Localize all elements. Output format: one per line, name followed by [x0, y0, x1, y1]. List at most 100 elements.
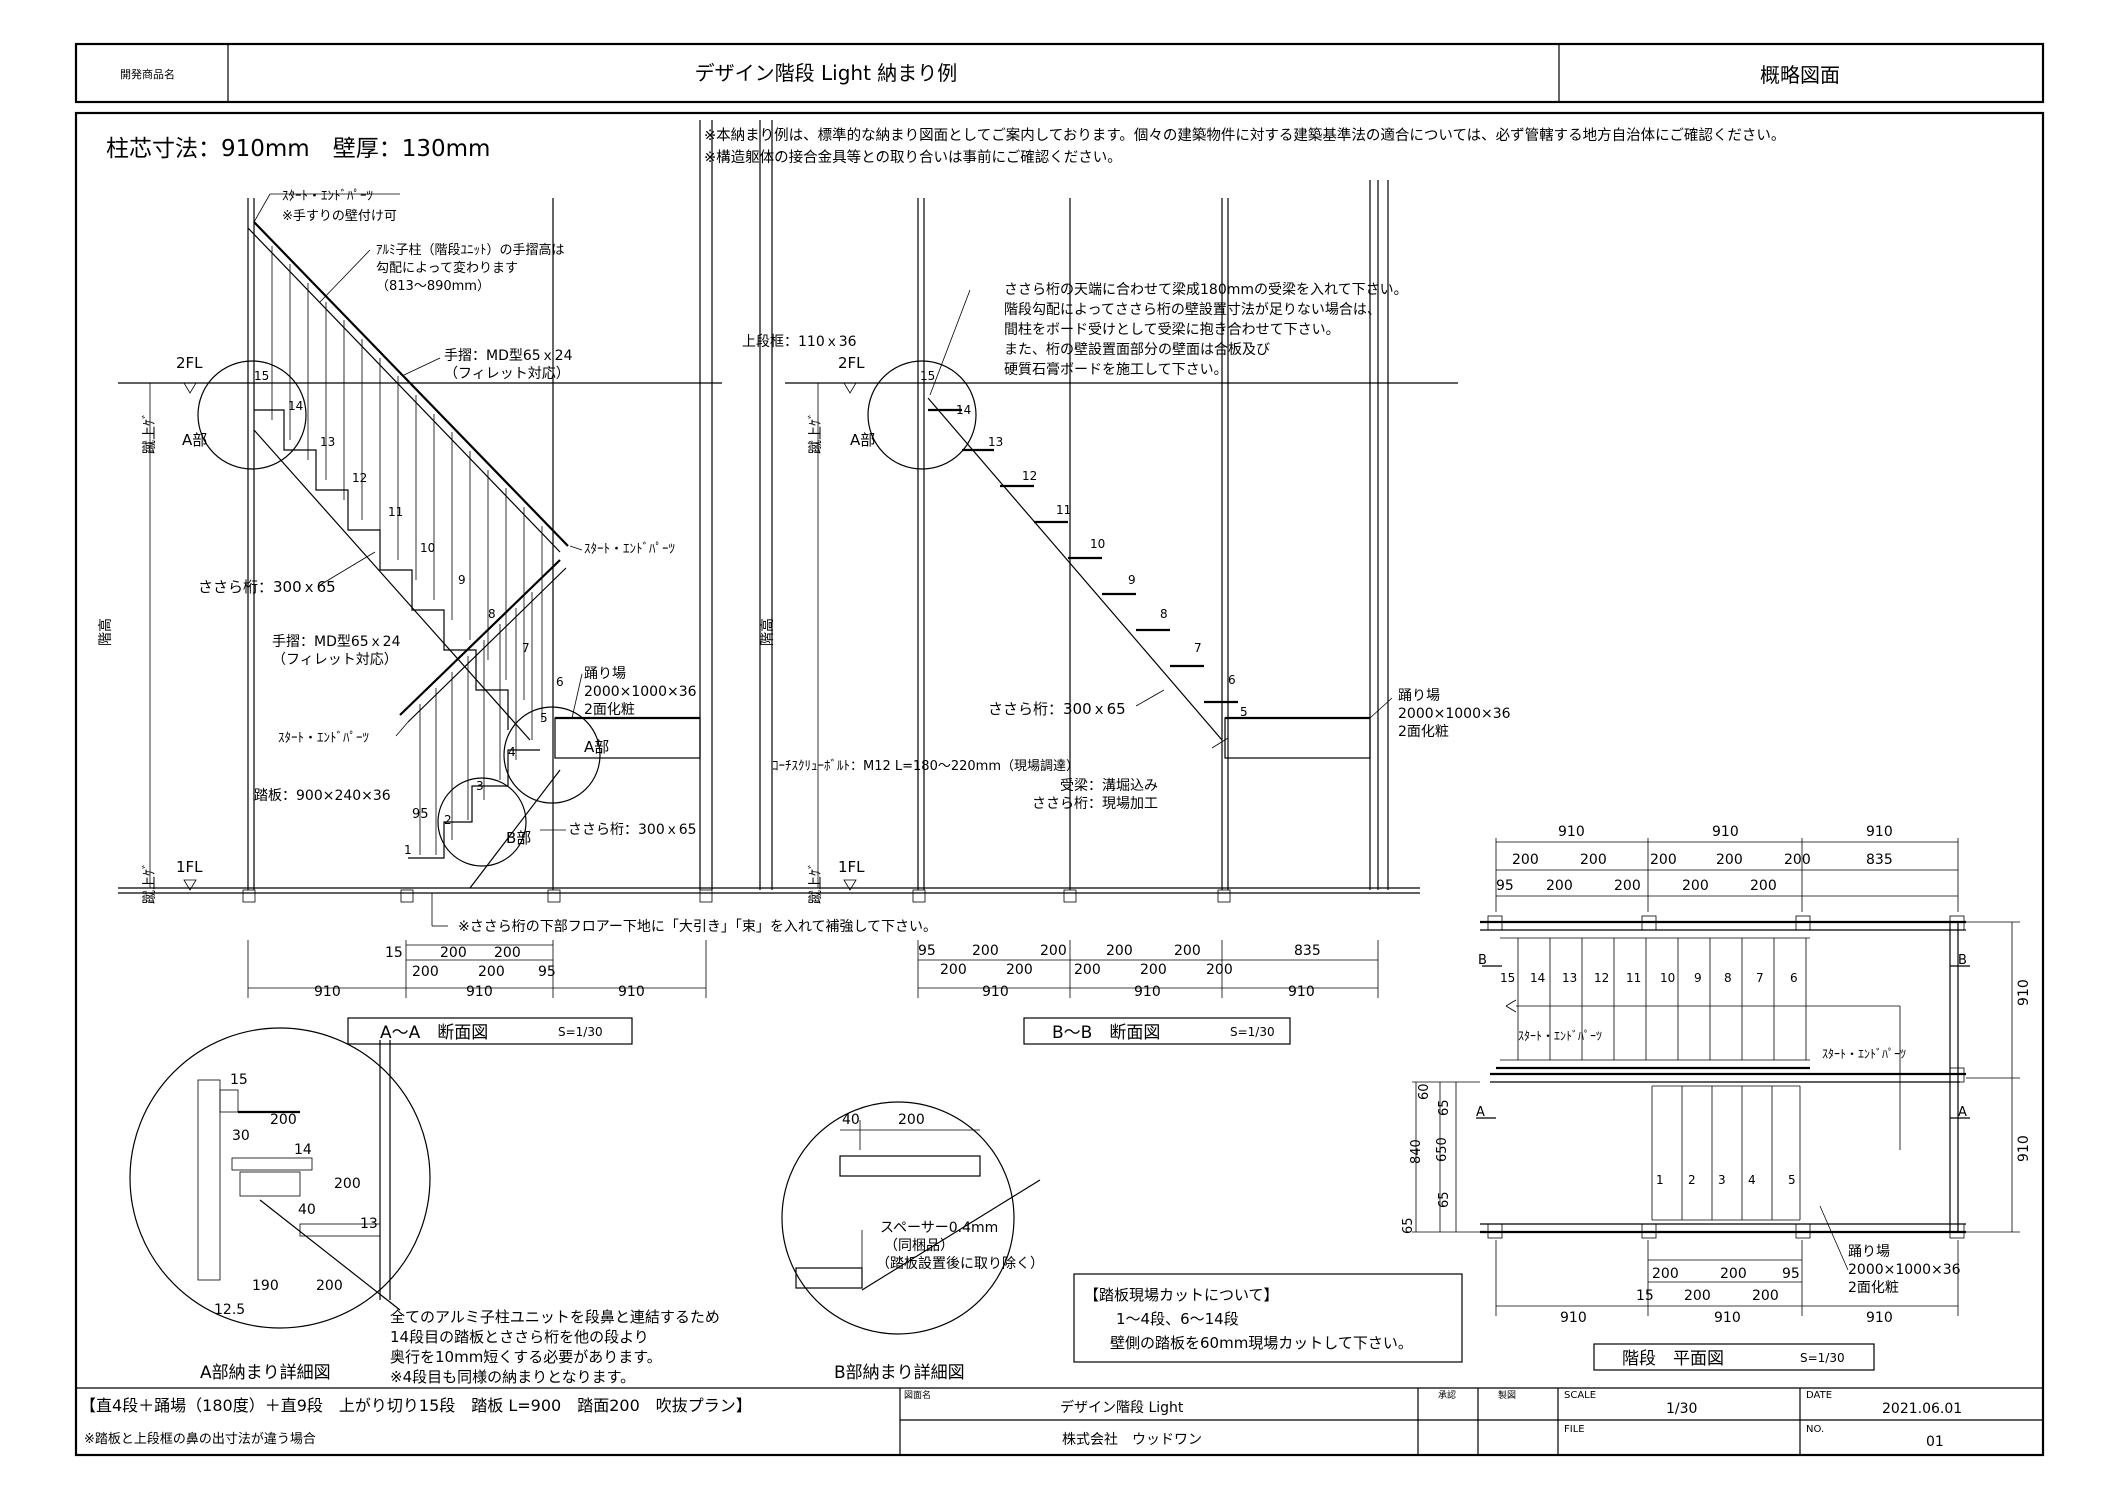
svg-text:10: 10 [1090, 537, 1105, 551]
svg-text:13: 13 [320, 435, 335, 449]
svg-text:840: 840 [1409, 1139, 1424, 1164]
bb-note-2: 階段勾配によってささら桁の壁設置寸法が足りない場合は、 [1004, 302, 1381, 318]
aa-tread: 踏板：900×240×36 [254, 788, 391, 804]
svg-text:200: 200 [1512, 852, 1539, 868]
svg-text:95: 95 [1496, 878, 1514, 894]
svg-text:5: 5 [540, 711, 548, 725]
svg-text:13: 13 [360, 1216, 378, 1232]
svg-text:15: 15 [254, 369, 269, 383]
aa-baluster-1: ｱﾙﾐ子柱（階段ﾕﾆｯﾄ）の手摺高は [376, 242, 565, 258]
svg-text:15: 15 [920, 369, 935, 383]
footer-plan-desc: 【直4段＋踊場（180度）＋直9段 上がり切り15段 踏板 L=900 踏面20… [80, 1396, 752, 1415]
bb-rise-bot: 蹴上ｹﾞ [808, 862, 824, 904]
bb-1fl: 1FL [838, 858, 865, 876]
svg-text:910: 910 [618, 984, 645, 1000]
bb-scale: S=1/30 [1230, 1025, 1275, 1039]
svg-text:200: 200 [478, 964, 505, 980]
svg-text:200: 200 [494, 945, 521, 961]
bb-2fl: 2FL [838, 354, 865, 372]
aa-title: A～A 断面図 [380, 1023, 488, 1043]
svg-text:8: 8 [1160, 607, 1168, 621]
main-frame [74, 111, 2045, 1457]
svg-text:200: 200 [1580, 852, 1607, 868]
svg-text:1: 1 [404, 843, 412, 857]
svg-text:200: 200 [1140, 962, 1167, 978]
svg-text:200: 200 [1720, 1266, 1747, 1282]
plan-start-end: ｽﾀｰﾄ・ｴﾝﾄﾞﾊﾟｰﾂ [1518, 1029, 1602, 1043]
svg-text:200: 200 [1682, 878, 1709, 894]
svg-text:B: B [1478, 953, 1487, 968]
svg-text:14: 14 [956, 403, 971, 417]
svg-text:6: 6 [1790, 971, 1798, 985]
svg-text:12.5: 12.5 [214, 1302, 245, 1318]
svg-text:910: 910 [466, 984, 493, 1000]
aa-start-end-low: ｽﾀｰﾄ・ｴﾝﾄﾞﾊﾟｰﾂ [278, 731, 369, 746]
aa-part-a-bottom: A部 [584, 738, 609, 756]
svg-text:5: 5 [1240, 705, 1248, 719]
svg-text:12: 12 [352, 471, 367, 485]
svg-text:95: 95 [538, 964, 556, 980]
bb-kaidaka: 階高 [759, 618, 776, 646]
aa-landing-3: 2面化粧 [584, 702, 635, 718]
svg-text:910: 910 [1558, 824, 1585, 840]
aa-rise-bot: 蹴上ｹﾞ [142, 862, 158, 904]
svg-text:製図: 製図 [1498, 1389, 1516, 1401]
bb-stringer-work: ささら桁：現場加工 [1032, 796, 1158, 812]
svg-text:200: 200 [1684, 1288, 1711, 1304]
svg-text:200: 200 [270, 1112, 297, 1128]
aa-1fl: 1FL [176, 858, 203, 876]
svg-text:13: 13 [988, 435, 1003, 449]
svg-text:910: 910 [1712, 824, 1739, 840]
svg-text:15: 15 [385, 945, 403, 961]
aa-baluster-3: （813～890mm） [376, 279, 490, 294]
svg-text:200: 200 [1652, 1266, 1679, 1282]
svg-text:95: 95 [1782, 1266, 1800, 1282]
aa-handrail-upper-1: 手摺：MD型65ｘ24 [444, 348, 573, 364]
svg-text:4: 4 [1748, 1173, 1756, 1187]
aa-2fl: 2FL [176, 354, 203, 372]
detail-b-spacer-1: スペーサー0.4mm [880, 1220, 998, 1236]
svg-text:3: 3 [476, 779, 484, 793]
svg-text:910: 910 [1134, 984, 1161, 1000]
svg-text:14: 14 [294, 1142, 312, 1158]
svg-text:11: 11 [1056, 503, 1071, 517]
svg-text:11: 11 [1626, 971, 1641, 985]
bb-stringer: ささら桁：300ｘ65 [988, 700, 1126, 718]
aa-part-a-top: A部 [182, 431, 207, 449]
svg-text:60: 60 [1417, 1083, 1432, 1100]
sheet-title: デザイン階段 Light 納まり例 [695, 61, 958, 85]
aa-baluster-2: 勾配によって変わります [376, 260, 518, 276]
svg-text:200: 200 [1206, 962, 1233, 978]
bb-landing-1: 踊り場 [1398, 688, 1440, 704]
svg-text:12: 12 [1594, 971, 1609, 985]
product-label: 開発商品名 [120, 67, 175, 81]
svg-text:1～4段、6～14段: 1～4段、6～14段 [1116, 1310, 1239, 1328]
svg-text:14: 14 [1530, 971, 1545, 985]
svg-text:200: 200 [972, 943, 999, 959]
svg-text:65: 65 [1437, 1191, 1452, 1208]
svg-text:910: 910 [314, 984, 341, 1000]
detail-b-spacer-2: （同梱品） [884, 1238, 954, 1254]
svg-text:6: 6 [1228, 673, 1236, 687]
svg-text:200: 200 [440, 945, 467, 961]
svg-text:910: 910 [982, 984, 1009, 1000]
svg-text:15: 15 [1500, 971, 1515, 985]
svg-text:11: 11 [388, 505, 403, 519]
svg-text:835: 835 [1294, 943, 1321, 959]
svg-text:10: 10 [1660, 971, 1675, 985]
svg-text:200: 200 [1106, 943, 1133, 959]
svg-text:910: 910 [1560, 1310, 1587, 1326]
svg-text:15: 15 [1636, 1288, 1654, 1304]
section-aa: 2FL 1FL 階高 蹴上ｹﾞ 蹴上ｹﾞ [97, 120, 1420, 1045]
bb-note-3: 間柱をボード受けとして受梁に抱き合わせて下さい。 [1004, 322, 1340, 338]
svg-text:910: 910 [2016, 1135, 2032, 1162]
svg-text:200: 200 [334, 1176, 361, 1192]
aa-landing-2: 2000×1000×36 [584, 684, 697, 700]
svg-text:10: 10 [420, 541, 435, 555]
aa-start-end-mid: ｽﾀｰﾄ・ｴﾝﾄﾞﾊﾟｰﾂ [584, 542, 675, 557]
svg-text:910: 910 [2016, 979, 2032, 1006]
svg-text:200: 200 [412, 964, 439, 980]
svg-text:6: 6 [556, 675, 564, 689]
footer-drawing-name: デザイン階段 Light [1060, 1399, 1184, 1416]
